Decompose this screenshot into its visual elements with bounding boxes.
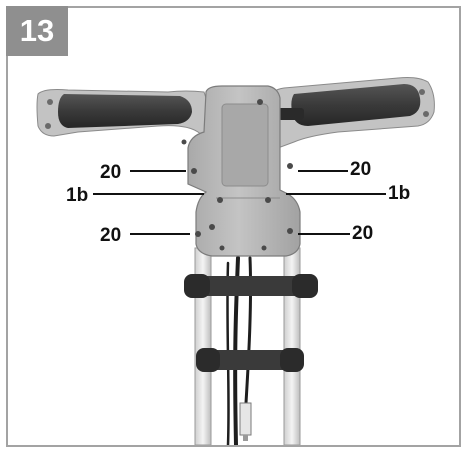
left-handle-arm bbox=[36, 89, 209, 139]
screw-points bbox=[181, 99, 293, 251]
right-handle-arm bbox=[269, 77, 435, 149]
callout-label-fastener-right: 1b bbox=[388, 183, 411, 204]
figure-number-badge: 13 bbox=[6, 6, 68, 56]
callout-label-fastener-left: 1b bbox=[66, 185, 89, 206]
handle-photo bbox=[36, 77, 435, 445]
callout-label-screw-right-bottom: 20 bbox=[352, 223, 374, 244]
callout-label-screw-left-bottom: 20 bbox=[100, 225, 122, 246]
callout-label-screw-right-top: 20 bbox=[350, 159, 372, 180]
cable-plug bbox=[239, 402, 252, 441]
control-housing bbox=[187, 85, 301, 257]
leader-lines bbox=[93, 170, 386, 235]
callout-label-screw-left-top: 20 bbox=[100, 162, 122, 183]
lower-clamp bbox=[196, 348, 304, 372]
upper-clamp bbox=[184, 274, 318, 298]
